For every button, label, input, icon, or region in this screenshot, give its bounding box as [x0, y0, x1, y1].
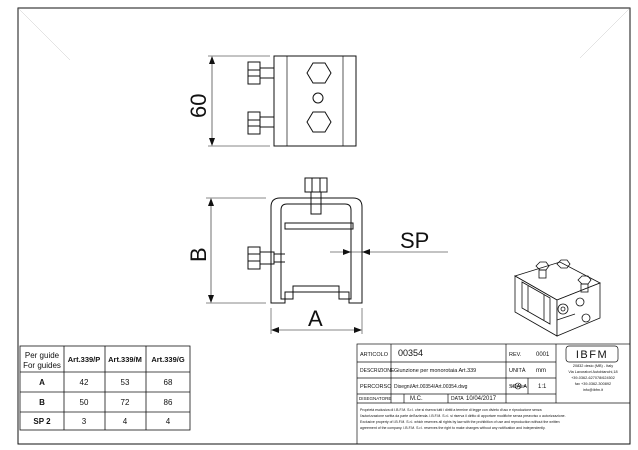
- table-col-header: Art.339/P: [68, 355, 101, 364]
- data-label: DATA: [451, 396, 464, 402]
- percorso-value: Disegni/Art.00354/Art.00354.dwg: [394, 384, 468, 390]
- legal-notice-line: Exclusive property of I.B.F.M. S.r.l. wh…: [360, 420, 560, 424]
- frame-diagonals: [17, 7, 631, 61]
- disegnatore-label: DISEGNATORE: [359, 396, 391, 401]
- hex-nut-bottom: [306, 111, 332, 133]
- table-cell: 4: [123, 417, 128, 426]
- front-view: [206, 177, 448, 334]
- articolo-value: 00354: [398, 348, 423, 358]
- side-bolt-top: [247, 61, 275, 85]
- scala-label: SCALA: [509, 384, 527, 390]
- dim-sp-label: SP: [400, 228, 429, 253]
- table-header-line2: For guides: [23, 361, 61, 370]
- unita-label: UNITÀ: [509, 367, 526, 374]
- rev-value: 0001: [536, 352, 550, 358]
- table-row-label: SP 2: [33, 417, 51, 426]
- c-profile-outer: [280, 203, 352, 300]
- unita-value: mm: [536, 368, 546, 374]
- table-col-header: Art.339/M: [108, 355, 142, 364]
- company-address-line: Via Lavoratori Autobianchi,18: [568, 370, 617, 374]
- legal-notice-line: Proprietà esclusiva di I.B.F.M. S.r.l. c…: [360, 408, 542, 412]
- descrizione-value: Giunzione per monorotaia Art.339: [394, 368, 476, 374]
- dim-60-label: 60: [186, 94, 211, 118]
- title-block-grid: [356, 343, 631, 445]
- company-address-line: fax +39-0362-300892: [575, 382, 611, 386]
- rev-label: REV.: [509, 352, 522, 358]
- ibfm-logo: IBFM: [565, 345, 619, 363]
- legal-notice-line: l'autorizzazione scritta da parte dell'a…: [360, 414, 566, 418]
- front-side-bolt: [247, 246, 285, 270]
- table-cell: 72: [121, 398, 130, 407]
- table-col-header: Art.339/G: [151, 355, 185, 364]
- top-bolt-head: [304, 177, 328, 193]
- table-header-line1: Per guide: [25, 351, 60, 360]
- table-row-label: A: [39, 378, 45, 387]
- dim-a-label: A: [308, 306, 323, 331]
- svg-text:IBFM: IBFM: [576, 349, 608, 361]
- company-address-line: +39-0362-627078/624502: [571, 376, 615, 380]
- company-address-line: 20832 desio (MB) - Italy: [573, 364, 613, 368]
- symbol-icon: [510, 382, 526, 390]
- plate-outline: [273, 55, 357, 147]
- top-view: [208, 55, 357, 147]
- table-cell: 4: [166, 417, 171, 426]
- dim-b-label: B: [186, 247, 211, 262]
- isometric-view: [514, 259, 601, 337]
- company-address-line: info@ibfm.it: [583, 388, 604, 392]
- scala-value: 1:1: [538, 384, 547, 390]
- c-profile-inner: [270, 197, 363, 304]
- table-row-label: B: [39, 398, 45, 407]
- articolo-label: ARTICOLO: [360, 352, 389, 358]
- side-bolt-bottom: [247, 111, 275, 135]
- table-cell: 68: [164, 378, 173, 387]
- dimension-table: [19, 345, 191, 431]
- table-cell: 42: [80, 378, 89, 387]
- table-cell: 53: [121, 378, 130, 387]
- percorso-label: PERCORSO: [360, 384, 392, 390]
- drawing-frame: [17, 7, 631, 445]
- center-hole: [312, 92, 324, 104]
- hex-nut-top: [306, 62, 332, 84]
- data-value: 10/04/2017: [466, 396, 497, 402]
- table-cell: 50: [80, 398, 89, 407]
- table-cell: 86: [164, 398, 173, 407]
- descrizione-label: DESCRIZIONE: [360, 368, 395, 374]
- legal-notice-line: agreement of the company. I.B.F.M. S.r.l…: [360, 426, 546, 430]
- table-cell: 3: [82, 417, 87, 426]
- inner-rail: [284, 222, 354, 230]
- disegnatore-value: M.C.: [410, 396, 423, 402]
